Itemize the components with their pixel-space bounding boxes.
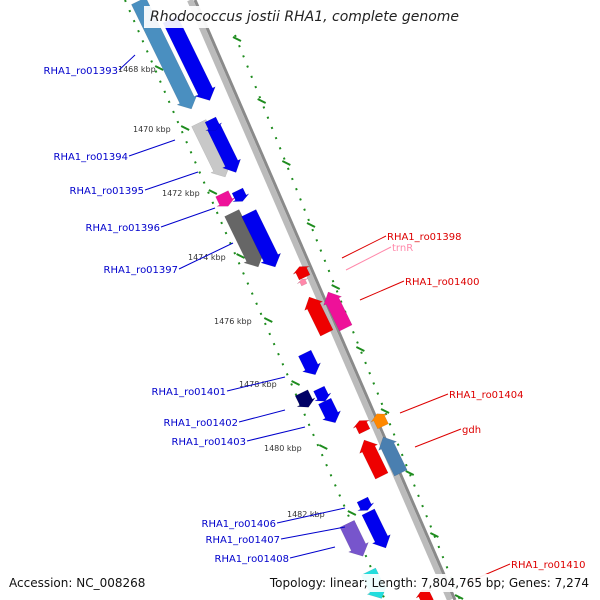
gene-arrow-minus (304, 296, 334, 337)
gene-arrow-minus (378, 436, 408, 477)
label-leader (178, 242, 234, 270)
gene-arrow-plus (294, 389, 316, 408)
gene-arrow-plus (318, 397, 342, 424)
gene-label-minus: RHA1_ro01398 (387, 232, 462, 243)
scale-tick-mark (232, 36, 242, 42)
gene-label-minus: RHA1_ro01410 (511, 560, 586, 571)
scale-tick-mark (154, 65, 164, 71)
label-leader (128, 139, 176, 157)
scale-tick-mark (208, 189, 218, 195)
label-leader (280, 526, 346, 540)
gene-arrow-plus (204, 116, 223, 131)
scale-tick-label: 1474 kbp (188, 253, 226, 262)
gene-label-minus: RHA1_ro01404 (449, 390, 524, 401)
label-leader (414, 428, 462, 448)
gene-label-plus: RHA1_ro01407 (206, 535, 281, 546)
scale-tick-label: 1468 kbp (118, 65, 156, 74)
label-leader (238, 409, 286, 423)
scale-tick-mark (347, 510, 357, 516)
gene-features (131, 0, 457, 600)
accession-text: Accession: NC_008268 (6, 574, 149, 592)
gene-arrow-minus (297, 278, 309, 287)
gene-label-plus: RHA1_ro01402 (164, 418, 239, 429)
gene-arrow-plus (339, 519, 369, 557)
genome-title: Rhodococcus jostii RHA1, complete genome (144, 6, 466, 28)
gene-label-minus: RHA1_ro01400 (405, 277, 480, 288)
gene-label-plus: RHA1_ro01403 (172, 437, 247, 448)
scale-tick-mark (318, 444, 328, 450)
scale-tick-mark (355, 346, 365, 352)
scale-tick-mark (380, 408, 390, 414)
scale-tick-mark (429, 532, 439, 538)
gene-arrow-plus (298, 349, 322, 376)
gene-arrow-minus (323, 291, 353, 332)
gene-labels: RHA1_ro01393RHA1_ro01394RHA1_ro01395RHA1… (44, 54, 586, 583)
gene-arrow-plus (313, 385, 332, 402)
scale-tick-mark (281, 160, 291, 166)
label-leader (246, 426, 306, 442)
label-leader (341, 235, 387, 259)
gene-arrow-minus (352, 420, 371, 435)
gene-arrow-minus (370, 413, 389, 430)
backbone-shadow (187, 0, 453, 600)
scale-tick-mark (454, 594, 464, 600)
label-leader (345, 246, 392, 271)
gene-label-plus: RHA1_ro01396 (86, 223, 161, 234)
gene-label-plus: RHA1_ro01401 (152, 387, 227, 398)
gene-arrow-plus (241, 209, 282, 268)
scale-tick-mark (263, 317, 273, 323)
scale-tick-mark (291, 380, 301, 386)
gene-arrow-minus (292, 266, 311, 281)
scale-tick-mark (257, 98, 267, 104)
scale-tick-label: 1480 kbp (264, 444, 302, 453)
scale-tick-mark (180, 125, 190, 131)
label-leader (160, 207, 216, 228)
ruler-left (124, 0, 386, 600)
scale-tick-label: 1470 kbp (133, 125, 171, 134)
scale-tick-mark (306, 222, 316, 228)
gene-arrow-plus (162, 15, 216, 101)
label-leader (399, 393, 449, 414)
label-leader (226, 376, 286, 392)
label-leader (118, 54, 136, 71)
scale-tick-label: 1472 kbp (162, 189, 200, 198)
gene-label-minus: gdh (462, 425, 481, 436)
label-leader (359, 280, 405, 301)
label-leader (144, 171, 199, 191)
scale-tick-mark (331, 284, 341, 290)
gene-label-plus: RHA1_ro01394 (54, 152, 129, 163)
gene-label-plus: RHA1_ro01397 (104, 265, 179, 276)
scale-tick-mark (236, 253, 246, 259)
gene-arrow-plus (215, 190, 236, 207)
gene-arrow-plus (231, 187, 250, 202)
scale-tick-label: 1476 kbp (214, 317, 252, 326)
scale-tick-mark (405, 470, 415, 476)
gene-label-plus: RHA1_ro01395 (70, 186, 145, 197)
scale-rulers: 1468 kbp 1470 kbp 1472 kbp 1474 kbp 1476 kbp… (118, 0, 464, 600)
gene-arrow-plus (207, 124, 242, 173)
gene-arrow-plus (361, 508, 391, 549)
gene-label-plus: RHA1_ro01406 (202, 519, 277, 530)
label-leader (276, 507, 346, 524)
gene-label-minus: trnR (392, 243, 413, 254)
scale-tick-label: 1482 kbp (287, 510, 325, 519)
label-leader (289, 546, 336, 559)
gene-arrow-minus (359, 439, 389, 480)
gene-arrow-plus (356, 496, 375, 511)
gene-label-plus: RHA1_ro01408 (215, 554, 290, 565)
scale-tick-label: 1478 kbp (239, 380, 277, 389)
genome-summary: Topology: linear; Length: 7,804,765 bp; … (266, 574, 592, 592)
ruler-right (234, 34, 461, 600)
backbone-line (193, 0, 457, 600)
gene-label-plus: RHA1_ro01393 (44, 66, 119, 77)
